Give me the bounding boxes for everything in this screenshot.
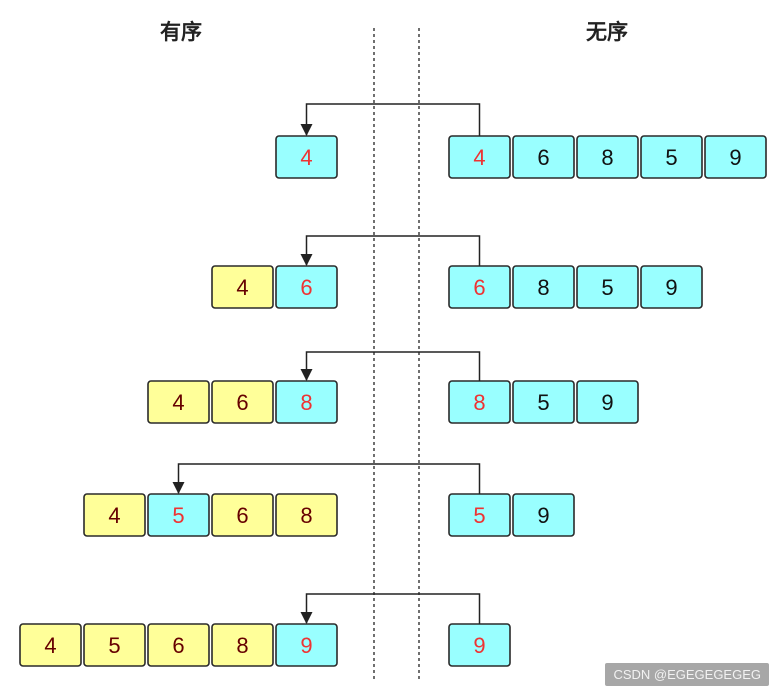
insert-arrow: [300, 103, 481, 136]
unsorted-item-box: [704, 135, 767, 179]
unsorted-item-box: [512, 493, 575, 537]
sorted-item-label: 6: [172, 633, 184, 658]
unsorted-item-box: [576, 265, 639, 309]
sorted-item-label: 4: [236, 275, 248, 300]
unsorted-current-label: 5: [473, 503, 485, 528]
sorted-item-label: 8: [236, 633, 248, 658]
unsorted-current-label: 4: [473, 145, 485, 170]
sorted-inserted-label: 4: [300, 145, 312, 170]
sorted-inserted-label: 6: [300, 275, 312, 300]
unsorted-item-label: 5: [537, 390, 549, 415]
sorted-item-box: [147, 623, 210, 667]
unsorted-item-box: [512, 380, 575, 424]
sorted-inserted-box: [147, 493, 210, 537]
unsorted-item-box: [640, 135, 703, 179]
unsorted-item-box: [512, 135, 575, 179]
sorted-item-label: 6: [236, 503, 248, 528]
insert-arrow: [172, 463, 481, 494]
sorted-inserted-box: [275, 623, 338, 667]
unsorted-item-box: [576, 135, 639, 179]
unsorted-item-label: 8: [601, 145, 613, 170]
sorted-item-box: [147, 380, 210, 424]
sorted-header: 有序: [160, 20, 202, 44]
unsorted-header: 无序: [586, 20, 628, 44]
unsorted-item-label: 6: [537, 145, 549, 170]
step-5: 4 5 6 8 9 9: [19, 593, 511, 667]
unsorted-item-label: 5: [665, 145, 677, 170]
sorted-item-box: [275, 493, 338, 537]
insert-arrow: [300, 593, 481, 624]
sorted-inserted-label: 9: [300, 633, 312, 658]
sorted-item-box: [83, 623, 146, 667]
unsorted-item-label: 8: [537, 275, 549, 300]
sorted-item-box: [211, 623, 274, 667]
sorted-inserted-label: 5: [172, 503, 184, 528]
sorted-inserted-label: 8: [300, 390, 312, 415]
sorted-inserted-box: [275, 135, 338, 179]
insert-arrow: [300, 235, 481, 266]
unsorted-item-label: 9: [601, 390, 613, 415]
sorted-item-label: 4: [172, 390, 184, 415]
sorted-item-box: [211, 493, 274, 537]
sorted-item-box: [83, 493, 146, 537]
sorted-inserted-box: [275, 265, 338, 309]
sorted-item-box: [211, 380, 274, 424]
step-1: 4 4 6 8 5 9: [275, 103, 767, 179]
unsorted-item-label: 9: [665, 275, 677, 300]
watermark: CSDN @EGEGEGEGEG: [605, 663, 769, 686]
sorted-inserted-box: [275, 380, 338, 424]
step-2: 4 6 6 8 5 9: [211, 235, 703, 309]
sorted-item-label: 6: [236, 390, 248, 415]
unsorted-item-box: [512, 265, 575, 309]
sorted-item-label: 5: [108, 633, 120, 658]
insert-arrow: [300, 351, 481, 381]
unsorted-item-box: [640, 265, 703, 309]
sorted-item-label: 4: [108, 503, 120, 528]
step-4: 4 5 6 8 5 9: [83, 463, 575, 537]
unsorted-item-label: 9: [537, 503, 549, 528]
step-3: 4 6 8 8 5 9: [147, 351, 639, 424]
sorted-item-box: [211, 265, 274, 309]
unsorted-item-box: [576, 380, 639, 424]
sorted-item-label: 8: [300, 503, 312, 528]
unsorted-current-label: 8: [473, 390, 485, 415]
unsorted-current-label: 9: [473, 633, 485, 658]
unsorted-item-label: 5: [601, 275, 613, 300]
unsorted-current-label: 6: [473, 275, 485, 300]
sorted-item-label: 4: [44, 633, 56, 658]
unsorted-item-label: 9: [729, 145, 741, 170]
sorted-item-box: [19, 623, 82, 667]
